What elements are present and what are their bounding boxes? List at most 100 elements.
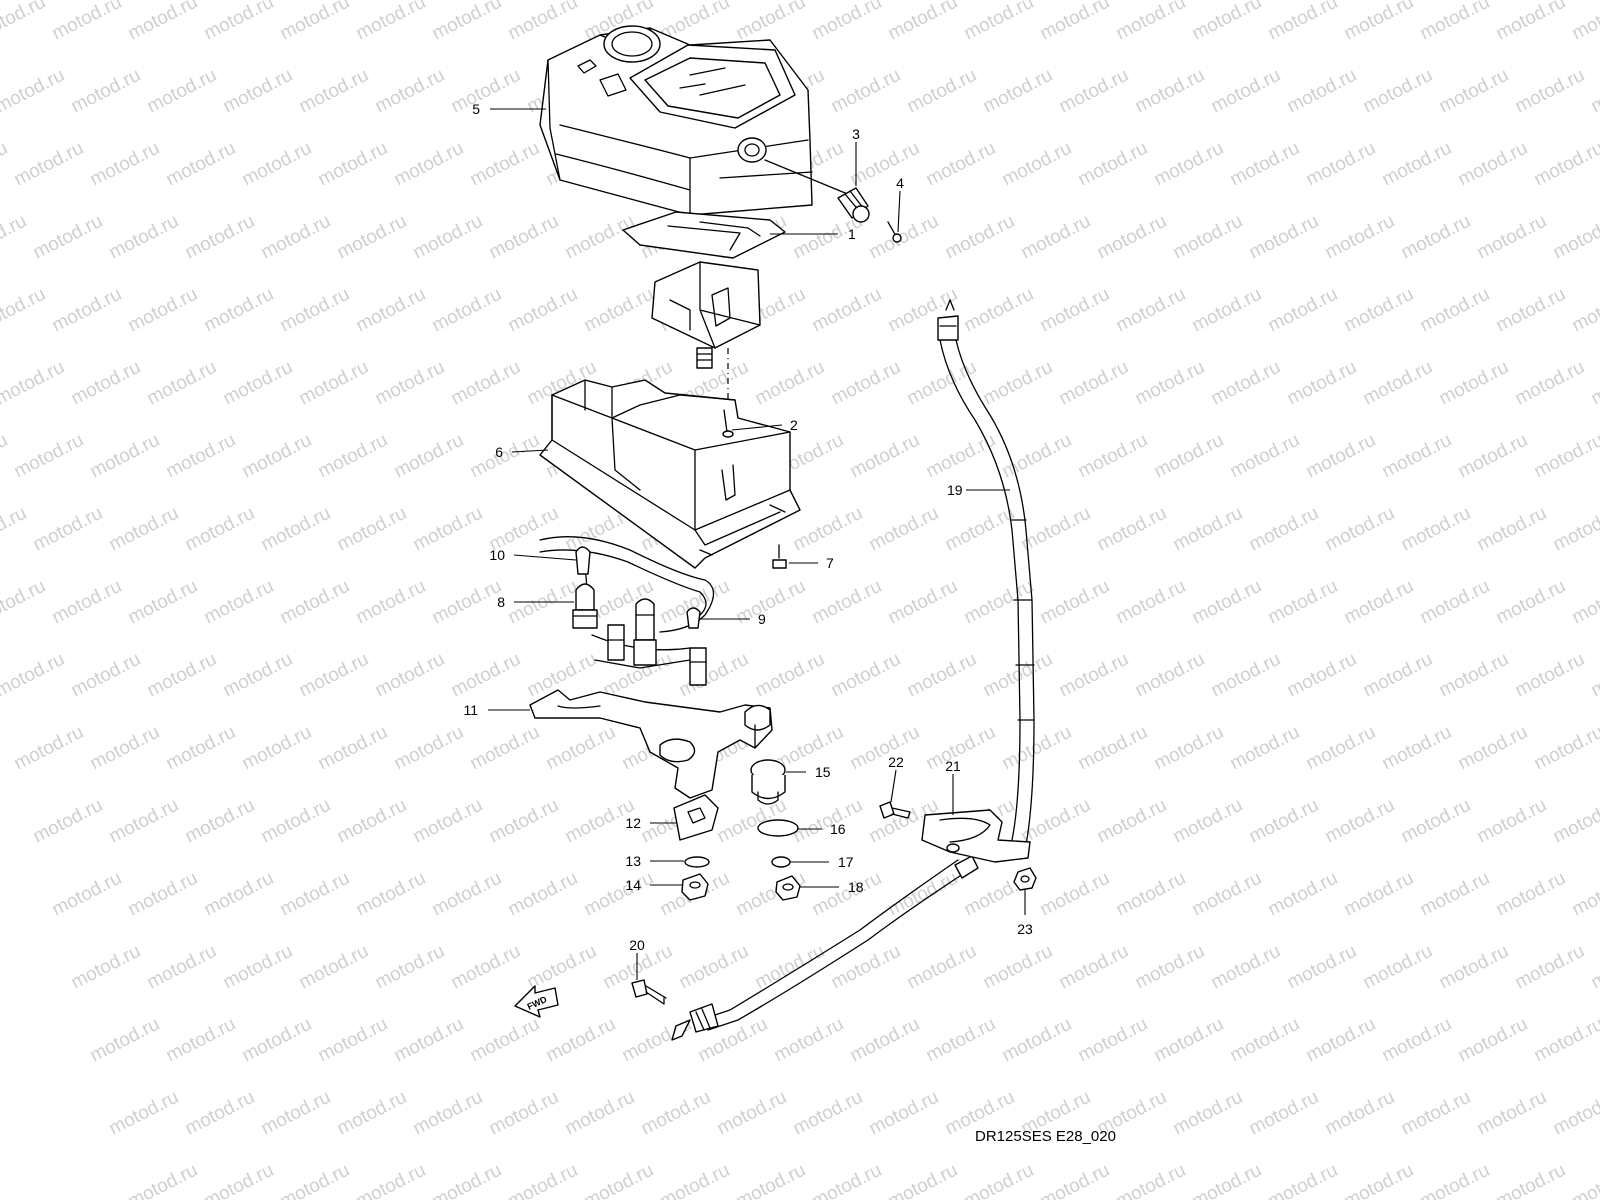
watermark-text: motod.ru bbox=[1037, 868, 1113, 921]
watermark-text: motod.ru bbox=[49, 868, 125, 921]
watermark-text: motod.ru bbox=[296, 941, 372, 994]
watermark-text: motod.ru bbox=[1569, 1160, 1600, 1200]
screw-7 bbox=[772, 544, 787, 569]
watermark-text: motod.ru bbox=[467, 138, 543, 191]
watermark-text: motod.ru bbox=[904, 649, 980, 702]
watermark-text: motod.ru bbox=[201, 868, 277, 921]
watermark-text: motod.ru bbox=[1550, 211, 1600, 264]
watermark-text: motod.ru bbox=[676, 649, 752, 702]
watermark-text: motod.ru bbox=[1265, 1160, 1341, 1200]
watermark-text: motod.ru bbox=[334, 503, 410, 556]
watermark-text: motod.ru bbox=[1056, 941, 1132, 994]
watermark-text: motod.ru bbox=[1493, 284, 1569, 337]
watermark-text: motod.ru bbox=[1512, 357, 1588, 410]
watermark-text: motod.ru bbox=[1588, 649, 1600, 702]
watermark-text: motod.ru bbox=[429, 868, 505, 921]
watermark-text: motod.ru bbox=[1227, 722, 1303, 775]
watermark-text: motod.ru bbox=[1075, 430, 1151, 483]
watermark-text: motod.ru bbox=[961, 1160, 1037, 1200]
watermark-text: motod.ru bbox=[1341, 1160, 1417, 1200]
watermark-text: motod.ru bbox=[163, 722, 239, 775]
watermark-text: motod.ru bbox=[1322, 503, 1398, 556]
watermark-text: motod.ru bbox=[11, 430, 87, 483]
watermark-text: motod.ru bbox=[752, 357, 828, 410]
watermark-text: motod.ru bbox=[1531, 722, 1600, 775]
watermark-text: motod.ru bbox=[904, 357, 980, 410]
watermark-text: motod.ru bbox=[1132, 357, 1208, 410]
watermark-text: motod.ru bbox=[1303, 430, 1379, 483]
watermark-text: motod.ru bbox=[866, 1087, 942, 1140]
callout-label-23: 23 bbox=[1017, 921, 1033, 937]
watermark-text: motod.ru bbox=[1113, 1160, 1189, 1200]
nut-23 bbox=[1013, 867, 1037, 891]
watermark-text: motod.ru bbox=[1550, 1087, 1600, 1140]
watermark-text: motod.ru bbox=[1170, 503, 1246, 556]
watermark-text: motod.ru bbox=[334, 795, 410, 848]
watermark-text: motod.ru bbox=[581, 284, 657, 337]
watermark-text: motod.ru bbox=[1512, 941, 1588, 994]
washer-13 bbox=[684, 856, 710, 868]
watermark-text: motod.ru bbox=[923, 138, 999, 191]
watermark-text: motod.ru bbox=[790, 795, 866, 848]
callout-label-11: 11 bbox=[463, 702, 478, 718]
watermark-text: motod.ru bbox=[448, 357, 524, 410]
watermark-text: motod.ru bbox=[999, 1014, 1075, 1067]
watermark-text: motod.ru bbox=[144, 65, 220, 118]
watermark-text: motod.ru bbox=[68, 649, 144, 702]
watermark-text: motod.ru bbox=[1341, 284, 1417, 337]
watermark-text: motod.ru bbox=[581, 868, 657, 921]
watermark-text: motod.ru bbox=[1189, 576, 1265, 629]
watermark-text: motod.ru bbox=[296, 65, 372, 118]
grommet-15 bbox=[750, 759, 786, 805]
watermark-text: motod.ru bbox=[182, 211, 258, 264]
watermark-text: motod.ru bbox=[0, 284, 49, 337]
watermark-text: motod.ru bbox=[1208, 649, 1284, 702]
callout-label-15: 15 bbox=[815, 764, 831, 780]
watermark-text: motod.ru bbox=[106, 795, 182, 848]
watermark-text: motod.ru bbox=[467, 430, 543, 483]
watermark-text: motod.ru bbox=[505, 284, 581, 337]
watermark-text: motod.ru bbox=[1341, 868, 1417, 921]
callout-label-13: 13 bbox=[625, 853, 641, 869]
watermark-text: motod.ru bbox=[1094, 211, 1170, 264]
watermark-text: motod.ru bbox=[942, 211, 1018, 264]
watermark-text: motod.ru bbox=[1436, 649, 1512, 702]
watermark-text: motod.ru bbox=[429, 0, 505, 44]
watermark-text: motod.ru bbox=[980, 941, 1056, 994]
watermark-text: motod.ru bbox=[1151, 430, 1227, 483]
bulb-9 bbox=[686, 607, 701, 629]
watermark-text: motod.ru bbox=[1569, 868, 1600, 921]
drawing-code-label: DR125SES E28_020 bbox=[975, 1128, 1116, 1145]
watermark-text: motod.ru bbox=[1341, 0, 1417, 44]
watermark-text: motod.ru bbox=[1341, 576, 1417, 629]
watermark-text: motod.ru bbox=[1227, 138, 1303, 191]
watermark-text: motod.ru bbox=[1094, 795, 1170, 848]
watermark-text: motod.ru bbox=[771, 1014, 847, 1067]
watermark-text: motod.ru bbox=[923, 1014, 999, 1067]
watermark-text: motod.ru bbox=[30, 503, 106, 556]
watermark-text: motod.ru bbox=[467, 1014, 543, 1067]
watermark-text: motod.ru bbox=[1018, 503, 1094, 556]
watermark-text: motod.ru bbox=[372, 65, 448, 118]
callout-label-22: 22 bbox=[888, 754, 904, 770]
watermark-text: motod.ru bbox=[1284, 65, 1360, 118]
callout-label-17: 17 bbox=[838, 854, 854, 870]
speedometer-assembly bbox=[622, 211, 786, 369]
watermark-text: motod.ru bbox=[847, 138, 923, 191]
watermark-text: motod.ru bbox=[353, 0, 429, 44]
watermark-text: motod.ru bbox=[125, 1160, 201, 1200]
watermark-text: motod.ru bbox=[201, 284, 277, 337]
watermark-text: motod.ru bbox=[1189, 0, 1265, 44]
watermark-text: motod.ru bbox=[258, 211, 334, 264]
callout-label-14: 14 bbox=[625, 877, 641, 893]
watermark-text: motod.ru bbox=[296, 649, 372, 702]
watermark-text: motod.ru bbox=[657, 1160, 733, 1200]
damper-12 bbox=[673, 794, 719, 841]
watermark-text: motod.ru bbox=[1018, 211, 1094, 264]
watermark-text: motod.ru bbox=[543, 722, 619, 775]
watermark-text: motod.ru bbox=[809, 576, 885, 629]
watermark-text: motod.ru bbox=[562, 1087, 638, 1140]
watermark-text: motod.ru bbox=[828, 357, 904, 410]
watermark-text: motod.ru bbox=[1436, 357, 1512, 410]
watermark-text: motod.ru bbox=[1398, 1087, 1474, 1140]
